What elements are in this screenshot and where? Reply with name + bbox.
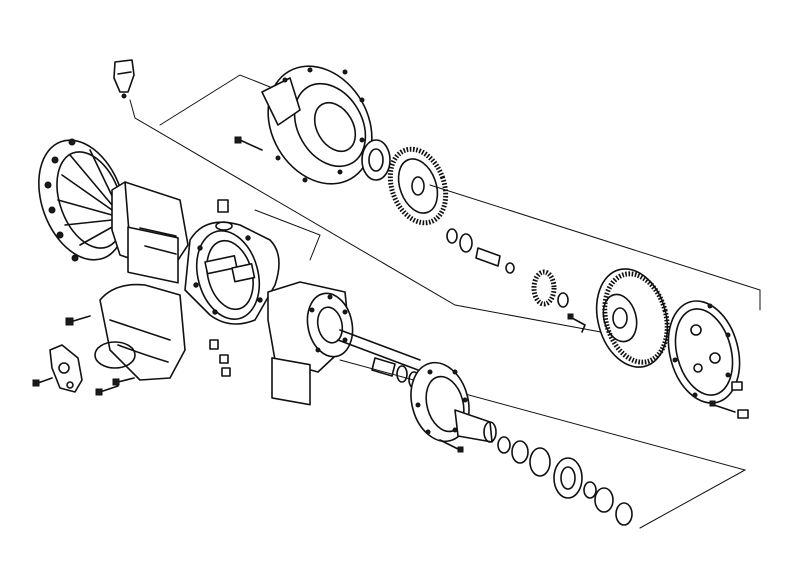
planet-gear-parts: [446, 228, 586, 333]
left-axle-tube: [111, 181, 189, 284]
lower-bracket-plate: [49, 344, 83, 393]
bolts: [32, 136, 263, 396]
internal-ring-gear: [595, 268, 670, 368]
mounting-bracket: [113, 59, 135, 99]
upper-seal: [361, 139, 391, 181]
assembly-leader-lines: [129, 74, 761, 529]
carrier-cover: [94, 283, 186, 381]
seal-rings: [497, 436, 633, 526]
upper-ring-gear: [387, 146, 449, 226]
wheel-hub: [410, 361, 497, 453]
right-fasteners: [709, 381, 749, 419]
end-cover-plate: [667, 300, 741, 404]
differential-housing: [184, 221, 280, 325]
drive-shaft: [337, 329, 421, 389]
upper-hub-drum: [261, 65, 373, 185]
